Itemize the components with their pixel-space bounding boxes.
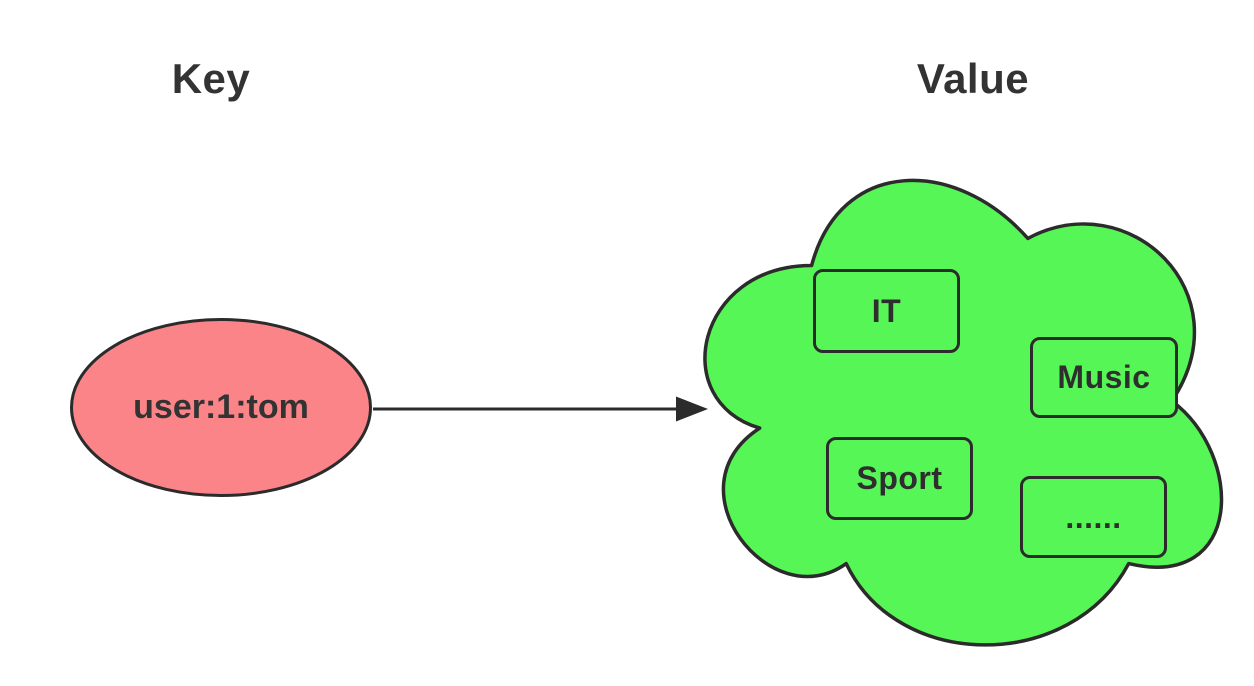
key-heading: Key	[171, 55, 251, 102]
arrow-head-icon	[676, 396, 708, 422]
value-heading: Value	[916, 55, 1030, 102]
key-node-label: user:1:tom	[133, 388, 309, 426]
value-item-sport: Sport	[826, 437, 973, 520]
value-item-it: IT	[813, 269, 960, 353]
value-item-music: Music	[1030, 337, 1178, 418]
value-item-more: ......	[1020, 476, 1167, 558]
key-ellipse-shape	[70, 318, 372, 497]
